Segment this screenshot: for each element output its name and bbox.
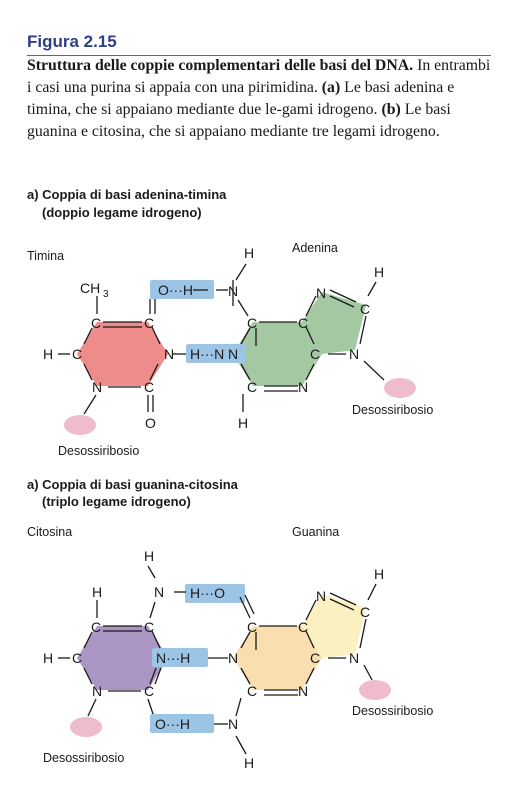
caption-line-1: In entrambi i casi una purina si appaia … [27,57,491,96]
atoms-at: CH 3 C C H C N N C O O···H H···N H N C C… [43,245,384,431]
svg-text:H: H [374,264,384,280]
panel-at-title-1: a) Coppia di basi adenina-timina [27,187,227,202]
svg-text:C: C [72,650,82,666]
svg-text:C: C [247,379,257,395]
guanine-label: Guanina [292,525,339,539]
svg-text:N: N [154,584,164,600]
svg-text:N: N [349,346,359,362]
adenine-ring [233,322,322,386]
svg-text:O: O [145,415,156,431]
deoxyribose-adenine [384,378,416,398]
svg-text:C: C [91,315,101,331]
panel-gc: a) Coppia di basi guanina-citosina (trip… [27,477,433,771]
caption-title: Struttura delle coppie complementari del… [27,57,414,74]
adenine-label: Adenina [292,241,338,255]
hbond-gc-2-text: N···H [156,650,190,666]
hbond-at-2 [186,344,246,363]
panel-at-title-2: (doppio legame idrogeno) [42,205,202,220]
hbond-gc-3-text: O···H [155,716,190,732]
svg-text:CH: CH [80,280,100,296]
svg-text:C: C [247,683,257,699]
svg-text:C: C [91,619,101,635]
svg-text:C: C [310,346,320,362]
svg-text:C: C [144,619,154,635]
svg-text:H: H [92,584,102,600]
deoxyribose-thymine [64,415,96,435]
guanine-ring [233,626,322,690]
svg-text:C: C [72,346,82,362]
deoxyribose-cytosine [70,717,102,737]
caption-tag-b: (b) [381,101,401,118]
guanine-imidazole [302,594,366,658]
caption-tag-a: (a) [321,79,341,96]
svg-text:3: 3 [103,289,109,300]
caption-line-2: Le basi adenina e timina, che si appaian… [27,79,455,118]
figure-label: Figura 2.15 [27,32,117,51]
cytosine-label: Citosina [27,525,72,539]
figure-caption: Struttura delle coppie complementari del… [27,55,493,143]
sugar-label-thymine: Desossiribosio [58,444,139,458]
panel-at: a) Coppia di basi adenina-timina (doppio… [27,187,433,458]
svg-text:H: H [244,245,254,261]
svg-text:H: H [43,346,53,362]
sugar-label-adenine: Desossiribosio [352,403,433,417]
svg-text:N: N [228,346,238,362]
hbond-gc-1 [185,584,245,603]
svg-text:N: N [298,683,308,699]
hbond-at-2-text: H···N [190,346,224,362]
adenine-bonds [216,263,385,412]
svg-text:N: N [92,683,102,699]
svg-text:N: N [92,379,102,395]
hbond-gc-3 [150,714,214,733]
svg-text:C: C [310,650,320,666]
sugar-label-guanine: Desossiribosio [352,704,433,718]
thymine-ring [77,322,168,386]
svg-text:N: N [316,285,326,301]
svg-text:H: H [244,755,254,771]
hbond-at-1-text: O···H [158,282,193,298]
svg-text:C: C [144,683,154,699]
adenine-imidazole [302,292,366,354]
svg-text:H: H [43,650,53,666]
caption-divider [27,55,491,56]
svg-text:H: H [238,415,248,431]
hbond-gc-2 [152,648,208,667]
cytosine-bonds [58,565,186,717]
svg-text:C: C [360,604,370,620]
thymine-label: Timina [27,249,64,263]
svg-text:N: N [298,379,308,395]
svg-text:N: N [228,716,238,732]
hbond-gc-1-text: H···O [190,585,225,601]
svg-text:C: C [144,379,154,395]
svg-text:C: C [144,315,154,331]
svg-text:N: N [228,650,238,666]
svg-text:C: C [360,301,370,317]
svg-text:C: C [247,619,257,635]
hbond-at-1 [150,280,214,299]
svg-text:C: C [298,315,308,331]
sugar-label-cytosine: Desossiribosio [43,751,124,765]
atoms-gc: H N H···O H C C H C N···H N C O···H C C … [43,548,384,771]
svg-text:H: H [144,548,154,564]
thymine-bonds [58,289,208,415]
caption-line-3: gami idrogeno. [281,101,378,118]
panel-gc-title-1: a) Coppia di basi guanina-citosina [27,477,239,492]
panel-gc-title-2: (triplo legame idrogeno) [42,494,191,509]
caption-line-4: Le basi guanina e citosina, che si appai… [27,101,451,140]
deoxyribose-guanine [359,680,391,700]
svg-text:C: C [247,315,257,331]
cytosine-ring [77,626,168,690]
svg-text:N: N [228,283,238,299]
svg-text:H: H [374,566,384,582]
guanine-bonds [208,583,377,755]
svg-text:C: C [298,619,308,635]
svg-text:N: N [164,346,174,362]
caption-line-5: mediante tre legami idrogeno. [250,123,440,140]
svg-text:N: N [349,650,359,666]
svg-text:N: N [316,588,326,604]
